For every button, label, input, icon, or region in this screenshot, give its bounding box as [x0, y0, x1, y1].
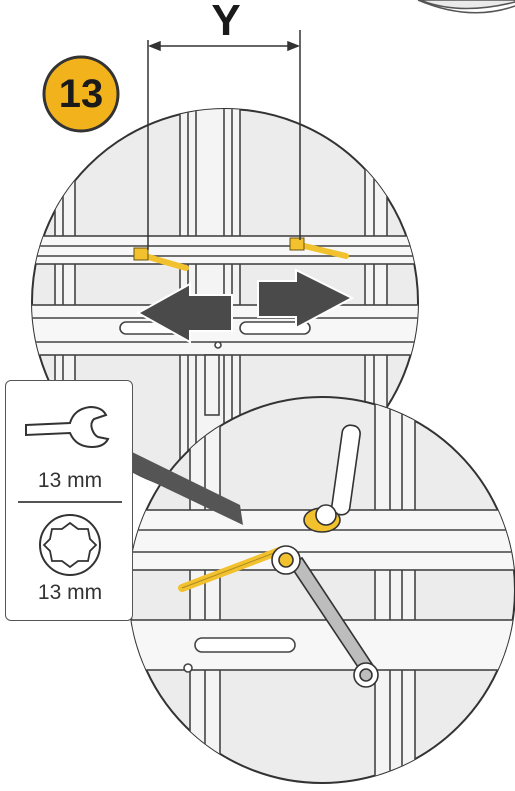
step-number: 13: [58, 72, 104, 116]
detail-view-circle: [128, 396, 515, 784]
open-end-wrench-icon: [25, 405, 110, 449]
tool-panel: 13 mm 13 mm: [5, 380, 133, 621]
tool-divider: [18, 501, 122, 503]
wrench-size-label: 13 mm: [37, 469, 103, 492]
step-badge-circle: [42, 55, 120, 133]
callout-pointer: [132, 452, 243, 525]
arrow-left-icon: [135, 282, 233, 344]
dimension-marker: [147, 30, 301, 250]
dimension-label: Y: [211, 0, 241, 45]
adjacent-step-circle: [419, 0, 515, 10]
socket-ring-icon: [39, 514, 101, 576]
socket-size-label: 13 mm: [37, 581, 103, 604]
arrow-right-icon: [257, 268, 355, 330]
